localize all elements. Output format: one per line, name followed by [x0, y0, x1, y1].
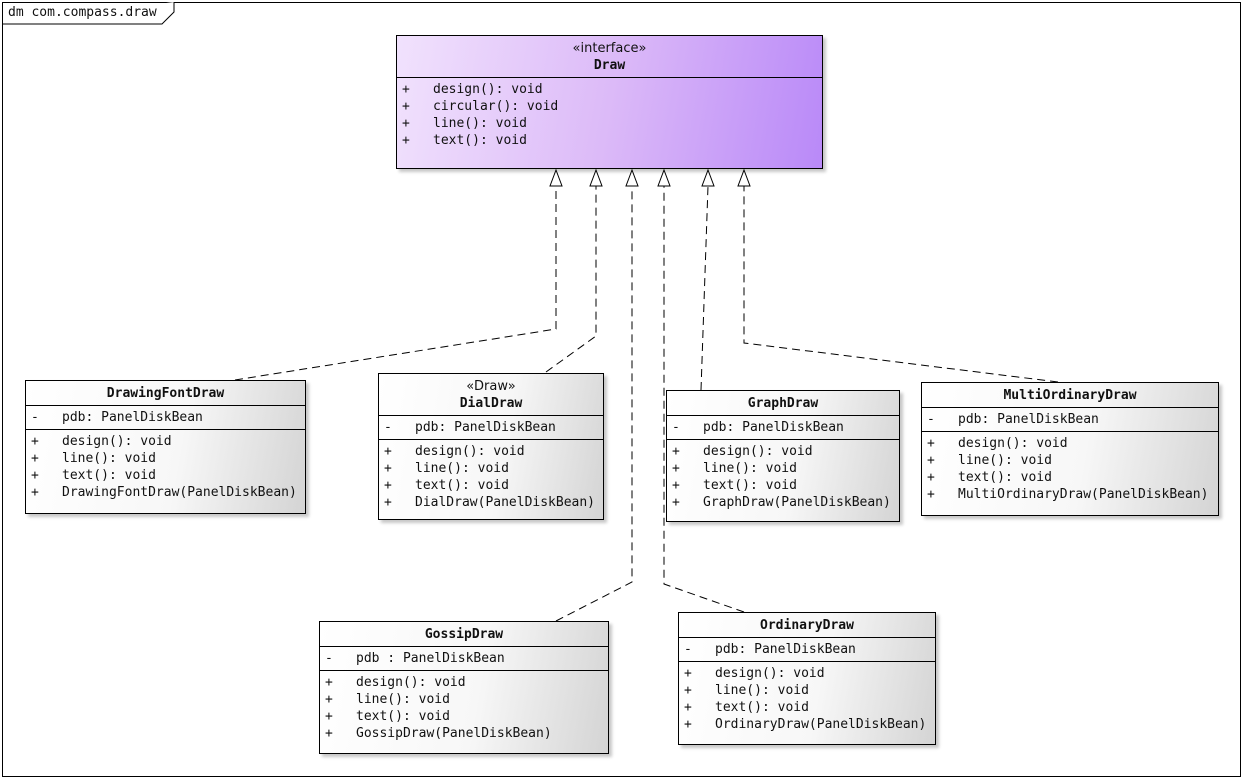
class-dialdraw-name: DialDraw — [459, 396, 523, 411]
arrowhead-multiordinary — [737, 168, 751, 187]
class-graphdraw-name: GraphDraw — [747, 396, 819, 411]
class-drawingfontdraw-attributes: -pdb: PanelDiskBean — [26, 406, 305, 430]
class-drawingfontdraw-operations: +design(): void +line(): void +text(): v… — [26, 430, 305, 504]
class-dialdraw[interactable]: «Draw» DialDraw -pdb: PanelDiskBean +des… — [378, 373, 604, 520]
class-dialdraw-attributes: -pdb: PanelDiskBean — [379, 416, 603, 440]
operation-row: +text(): void — [325, 709, 450, 724]
operation-row: +line(): void — [684, 683, 809, 698]
operation-row: +text(): void — [672, 478, 797, 493]
attribute-row: -pdb: PanelDiskBean — [384, 420, 556, 435]
operation-row: +design(): void — [684, 666, 825, 681]
class-graphdraw-attributes: -pdb: PanelDiskBean — [667, 416, 899, 440]
class-ordinarydraw-operations: +design(): void +line(): void +text(): v… — [679, 662, 935, 736]
class-graphdraw[interactable]: GraphDraw -pdb: PanelDiskBean +design():… — [666, 390, 900, 522]
class-graphdraw-operations: +design(): void +line(): void +text(): v… — [667, 440, 899, 514]
operation-row: +DialDraw(PanelDiskBean) — [384, 495, 596, 510]
attribute-row: -pdb: PanelDiskBean — [684, 642, 856, 657]
link-ordinary — [663, 186, 745, 613]
arrowhead-gossip — [625, 168, 639, 187]
class-multiordinarydraw-attributes: -pdb: PanelDiskBean — [922, 408, 1218, 432]
class-draw-operations: +design(): void +circular(): void +line(… — [397, 78, 822, 152]
class-draw[interactable]: «interface» Draw +design(): void +circul… — [396, 35, 823, 169]
frame-label: dm com.compass.draw — [8, 5, 157, 20]
operation-row: +line(): void — [31, 451, 156, 466]
class-multiordinarydraw-name: MultiOrdinaryDraw — [1003, 388, 1137, 403]
class-ordinarydraw-attributes: -pdb: PanelDiskBean — [679, 638, 935, 662]
operation-row: +line(): void — [927, 453, 1052, 468]
class-gossipdraw-name: GossipDraw — [424, 627, 504, 642]
operation-row: +circular(): void — [402, 99, 559, 114]
operation-row: +line(): void — [672, 461, 797, 476]
link-gossip — [555, 186, 633, 622]
class-drawingfontdraw[interactable]: DrawingFontDraw -pdb: PanelDiskBean +des… — [25, 380, 306, 514]
operation-row: +text(): void — [684, 700, 809, 715]
class-draw-name: Draw — [593, 58, 626, 73]
class-gossipdraw-header: GossipDraw — [320, 622, 608, 647]
class-multiordinarydraw-operations: +design(): void +line(): void +text(): v… — [922, 432, 1218, 506]
operation-row: +line(): void — [325, 692, 450, 707]
operation-row: +line(): void — [402, 116, 527, 131]
class-gossipdraw-operations: +design(): void +line(): void +text(): v… — [320, 671, 608, 745]
operation-row: +DrawingFontDraw(PanelDiskBean) — [31, 485, 297, 500]
operation-row: +OrdinaryDraw(PanelDiskBean) — [684, 717, 927, 732]
operation-row: +design(): void — [927, 436, 1068, 451]
operation-row: +design(): void — [402, 82, 543, 97]
arrowhead-ordinary — [657, 168, 671, 187]
operation-row: +design(): void — [31, 434, 172, 449]
link-drawingfont — [234, 186, 557, 381]
link-dial — [545, 186, 597, 373]
attribute-row: -pdb: PanelDiskBean — [31, 410, 203, 425]
class-drawingfontdraw-header: DrawingFontDraw — [26, 381, 305, 406]
class-draw-stereotype: «interface» — [572, 41, 647, 56]
class-gossipdraw[interactable]: GossipDraw -pdb : PanelDiskBean +design(… — [319, 621, 609, 754]
attribute-row: -pdb : PanelDiskBean — [325, 651, 505, 666]
class-multiordinarydraw-header: MultiOrdinaryDraw — [922, 383, 1218, 408]
class-ordinarydraw-name: OrdinaryDraw — [760, 618, 854, 633]
class-drawingfontdraw-name: DrawingFontDraw — [106, 386, 225, 401]
class-draw-header: «interface» Draw — [397, 36, 822, 78]
arrowhead-graph — [701, 168, 715, 187]
class-ordinarydraw-header: OrdinaryDraw — [679, 613, 935, 638]
link-multiordinary — [743, 186, 1059, 383]
class-gossipdraw-attributes: -pdb : PanelDiskBean — [320, 647, 608, 671]
class-dialdraw-operations: +design(): void +line(): void +text(): v… — [379, 440, 603, 514]
class-dialdraw-header: «Draw» DialDraw — [379, 374, 603, 416]
arrowhead-drawingfont — [549, 168, 563, 187]
class-multiordinarydraw[interactable]: MultiOrdinaryDraw -pdb: PanelDiskBean +d… — [921, 382, 1219, 516]
operation-row: +text(): void — [927, 470, 1052, 485]
operation-row: +GossipDraw(PanelDiskBean) — [325, 726, 552, 741]
link-graph — [700, 185, 709, 391]
class-dialdraw-stereotype: «Draw» — [466, 379, 516, 394]
operation-row: +line(): void — [384, 461, 509, 476]
class-ordinarydraw[interactable]: OrdinaryDraw -pdb: PanelDiskBean +design… — [678, 612, 936, 745]
operation-row: +text(): void — [402, 133, 527, 148]
operation-row: +design(): void — [325, 675, 466, 690]
attribute-row: -pdb: PanelDiskBean — [672, 420, 844, 435]
operation-row: +design(): void — [672, 444, 813, 459]
operation-row: +text(): void — [384, 478, 509, 493]
attribute-row: -pdb: PanelDiskBean — [927, 412, 1099, 427]
operation-row: +GraphDraw(PanelDiskBean) — [672, 495, 891, 510]
operation-row: +text(): void — [31, 468, 156, 483]
arrowhead-dial — [589, 168, 603, 187]
operation-row: +MultiOrdinaryDraw(PanelDiskBean) — [927, 487, 1209, 502]
class-graphdraw-header: GraphDraw — [667, 391, 899, 416]
operation-row: +design(): void — [384, 444, 525, 459]
